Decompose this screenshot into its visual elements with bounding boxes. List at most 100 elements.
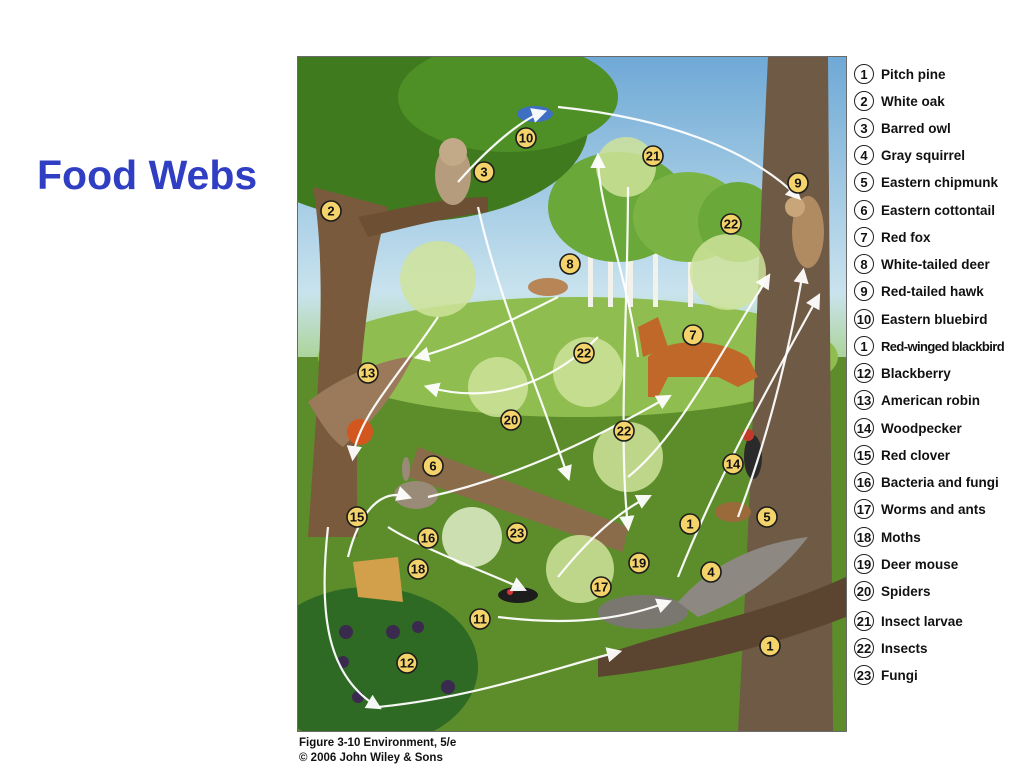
- svg-text:8: 8: [566, 257, 573, 272]
- inset-circles: [400, 137, 766, 603]
- scene-tag: 22: [613, 420, 635, 442]
- svg-text:14: 14: [726, 457, 741, 472]
- scene-tag: 9: [787, 172, 809, 194]
- legend-number: 4: [854, 145, 874, 165]
- chipmunk: [715, 502, 751, 522]
- legend-item: 17 Worms and ants: [854, 497, 986, 521]
- svg-text:10: 10: [519, 131, 533, 146]
- scene-tag: 5: [756, 506, 778, 528]
- scene-tag: 12: [396, 652, 418, 674]
- oak-canopy-highlight: [398, 57, 618, 152]
- scene-tag: 1: [759, 635, 781, 657]
- svg-text:13: 13: [361, 366, 375, 381]
- legend-number: 6: [854, 200, 874, 220]
- legend-label: American robin: [881, 392, 981, 408]
- caption-line-1: Figure 3-10 Environment, 5/e: [299, 737, 457, 749]
- caption-line-2: © 2006 John Wiley & Sons: [299, 752, 443, 764]
- legend-item: 14 Woodpecker: [854, 416, 962, 440]
- svg-text:22: 22: [617, 424, 631, 439]
- legend-number: 20: [854, 581, 874, 601]
- scene-tag: 21: [642, 145, 664, 167]
- legend-label: Fungi: [881, 667, 918, 683]
- legend-label: Eastern chipmunk: [881, 174, 999, 190]
- bluebird: [517, 106, 553, 122]
- oak-branch: [358, 197, 488, 237]
- svg-text:18: 18: [411, 562, 425, 577]
- svg-text:19: 19: [632, 556, 646, 571]
- svg-text:11: 11: [473, 612, 487, 627]
- legend-label: Red-tailed hawk: [881, 283, 984, 299]
- red-tailed-hawk: [785, 196, 824, 268]
- legend-number: 7: [854, 227, 874, 247]
- scene-tag: 3: [473, 161, 495, 183]
- legend-label: Worms and ants: [881, 501, 986, 517]
- legend-number: 15: [854, 445, 874, 465]
- legend-number: 10: [854, 309, 874, 329]
- svg-text:15: 15: [350, 510, 364, 525]
- fallen-log: [408, 447, 628, 552]
- legend-number: 13: [854, 390, 874, 410]
- scene-tag: 18: [407, 558, 429, 580]
- svg-text:6: 6: [429, 459, 436, 474]
- svg-text:20: 20: [504, 413, 518, 428]
- legend-label: Insects: [881, 640, 928, 656]
- scene-tag: 8: [559, 253, 581, 275]
- svg-text:7: 7: [689, 328, 696, 343]
- legend-number: 14: [854, 418, 874, 438]
- svg-text:12: 12: [400, 656, 414, 671]
- food-web-arrows: [323, 105, 821, 710]
- moth: [353, 557, 403, 602]
- scene-tag: 22: [573, 342, 595, 364]
- slide-title: Food Webs: [37, 152, 258, 198]
- legend-label: Red clover: [881, 447, 951, 463]
- legend-label: Woodpecker: [881, 420, 962, 436]
- legend-number: 1: [854, 336, 874, 356]
- legend-item: 20 Spiders: [854, 579, 931, 603]
- legend-number: 21: [854, 611, 874, 631]
- svg-text:16: 16: [421, 531, 435, 546]
- legend-item: 13 American robin: [854, 388, 980, 412]
- legend-number: 2: [854, 91, 874, 111]
- oak-trunk: [308, 187, 388, 537]
- svg-text:1: 1: [686, 517, 693, 532]
- legend-label: Moths: [881, 529, 921, 545]
- blackberry-bush: [298, 587, 478, 731]
- legend-number: 3: [854, 118, 874, 138]
- svg-text:22: 22: [577, 346, 591, 361]
- scene-tag: 14: [722, 453, 744, 475]
- scene-tag: 15: [346, 506, 368, 528]
- svg-text:5: 5: [763, 510, 770, 525]
- legend-number: 23: [854, 665, 874, 685]
- legend-number: 5: [854, 172, 874, 192]
- legend-number: 17: [854, 499, 874, 519]
- blackberries: [337, 621, 455, 703]
- legend-item: 23 Fungi: [854, 663, 918, 687]
- scene-tag: 23: [506, 522, 528, 544]
- svg-text:21: 21: [646, 149, 660, 164]
- legend-label: Eastern bluebird: [881, 311, 988, 327]
- blackbird: [498, 587, 538, 603]
- scene-tag: 19: [628, 552, 650, 574]
- svg-text:22: 22: [724, 217, 738, 232]
- figure-caption: Figure 3-10 Environment, 5/e © 2006 John…: [299, 736, 456, 766]
- scene-tag: 20: [500, 409, 522, 431]
- svg-text:3: 3: [480, 165, 487, 180]
- scene-tag: 11: [469, 608, 491, 630]
- legend-number: 18: [854, 527, 874, 547]
- legend-number: 16: [854, 472, 874, 492]
- legend-label: Red-winged blackbird: [881, 338, 1005, 354]
- legend-label: Spiders: [881, 583, 931, 599]
- scene-tag: 6: [422, 455, 444, 477]
- legend-label: Deer mouse: [881, 556, 959, 572]
- svg-text:23: 23: [510, 526, 524, 541]
- legend-number: 22: [854, 638, 874, 658]
- pine-branch: [598, 577, 846, 677]
- scene-tags: 10 21 3 9 2 22 8 7 13 22 20 22 6 14 15 1…: [320, 127, 809, 674]
